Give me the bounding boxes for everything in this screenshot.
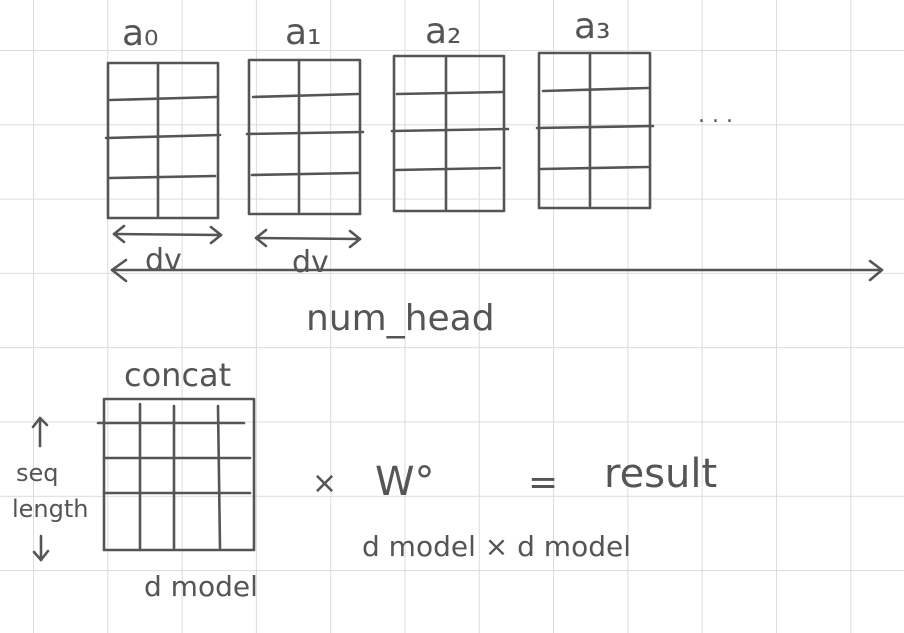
head-matrix-a3: [535, 51, 655, 210]
length-label: length: [12, 495, 89, 523]
dmodel-label: d model: [144, 570, 258, 603]
concat-matrix: [96, 397, 256, 552]
head-label-a0: a₀: [122, 13, 159, 54]
num-head-label: num_head: [306, 298, 495, 339]
ellipsis: . . .: [698, 103, 733, 128]
head-matrix-a0: [104, 61, 222, 220]
dv-arrow-2: [254, 228, 362, 249]
seq-up-arrow: [31, 416, 49, 448]
head-label-a1: a₁: [285, 12, 322, 53]
wo-dimension-label: d model × d model: [362, 530, 631, 563]
equals-symbol: =: [528, 462, 558, 503]
seq-label: seq: [16, 459, 59, 487]
dv-label-2: dv: [292, 245, 329, 280]
seq-down-arrow: [32, 534, 50, 562]
dv-arrow-1: [112, 224, 223, 245]
result-label: result: [604, 451, 717, 497]
concat-label: concat: [124, 356, 231, 394]
wo-label: W°: [375, 459, 435, 505]
head-label-a3: a₃: [574, 6, 611, 47]
head-matrix-a1: [245, 58, 365, 216]
dv-label-1: dv: [145, 243, 182, 278]
head-matrix-a2: [390, 54, 510, 213]
num-head-arrow: [110, 258, 884, 283]
head-label-a2: a₂: [425, 11, 462, 52]
times-symbol: ×: [312, 466, 337, 501]
